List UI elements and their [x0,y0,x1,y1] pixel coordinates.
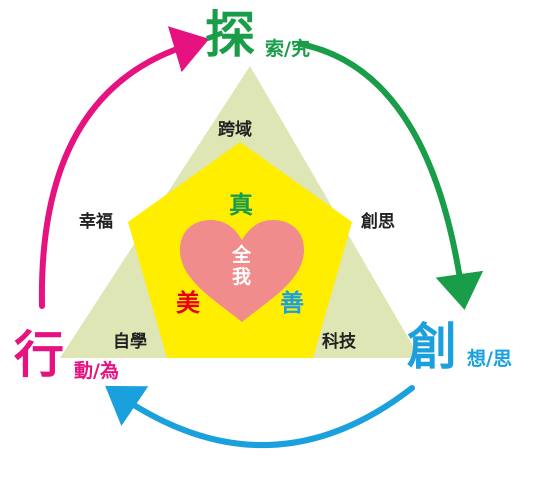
corner-left-sub: 動/為 [74,360,119,382]
cycle-arrow-green [297,41,484,310]
heart-text-top: 全 [232,244,252,266]
core-value-truth: 真 [229,191,253,219]
label-self-learning: 自學 [113,332,147,352]
label-happiness: 幸福 [79,212,113,232]
corner-top-sub: 索/究 [265,38,310,60]
label-creative-thinking: 創思 [361,212,395,232]
core-value-beauty: 美 [176,289,200,317]
cycle-arrow-magenta [38,26,210,309]
label-technology: 科技 [322,332,356,352]
corner-top-label: 探 [205,6,255,64]
cycle-arrow-blue [105,385,415,449]
label-cross-domain: 跨域 [218,120,252,140]
center-heart [180,220,304,322]
corner-left-label: 行 [14,326,64,384]
core-value-goodness: 善 [280,289,304,317]
corner-right-sub: 想/思 [467,348,512,370]
corner-right-label: 創 [407,318,457,376]
heart-text-bottom: 我 [232,266,252,288]
